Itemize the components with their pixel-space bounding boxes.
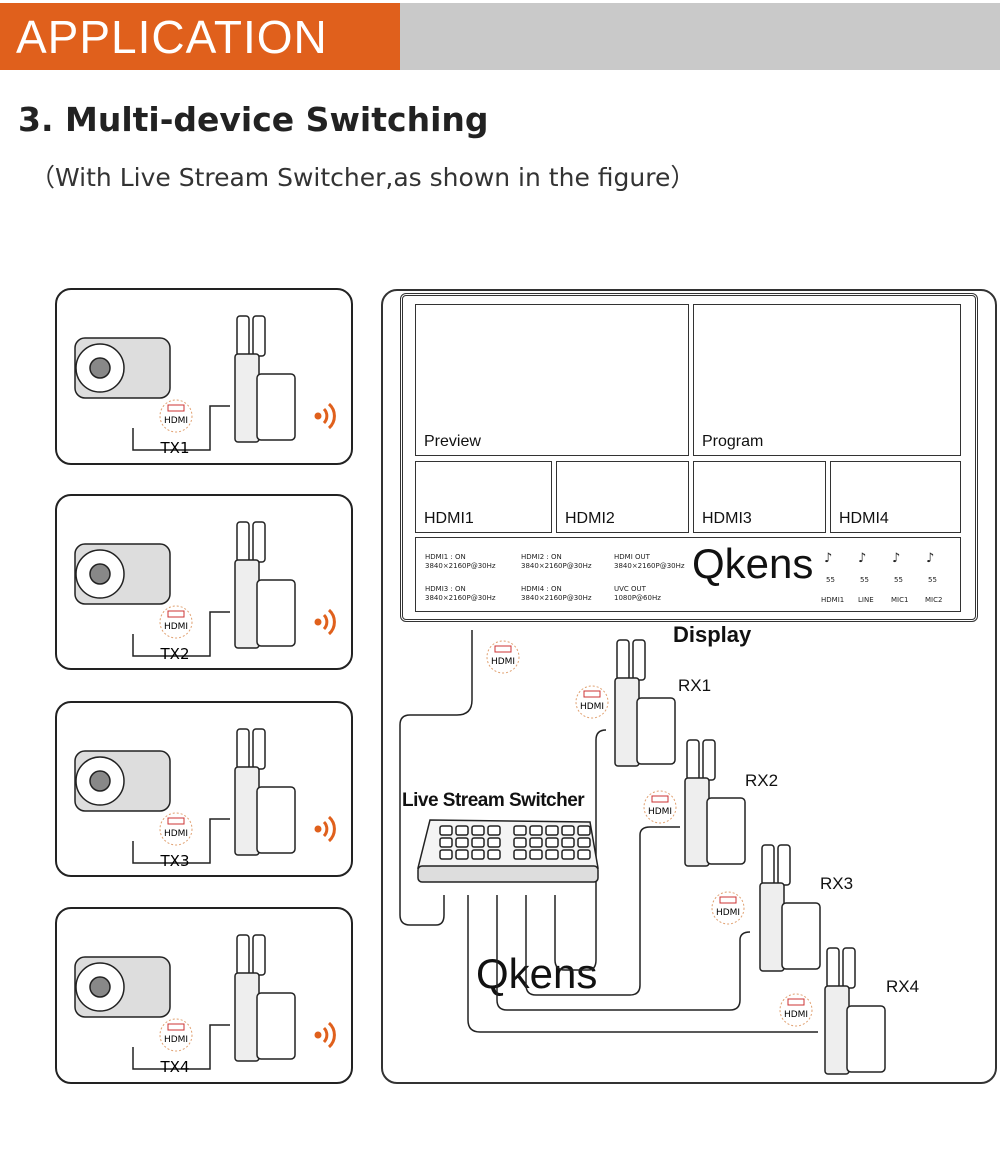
wireless-signal-icon: [314, 1021, 336, 1049]
program-window: Program: [693, 304, 961, 456]
hdmi-label: HDMI: [648, 807, 672, 817]
rx-hdmi-port-icon: HDMI: [779, 993, 813, 1027]
hdmi-port-icon: HDMI: [159, 812, 193, 846]
audio-level-hdmi1: 55: [826, 576, 835, 584]
tx4-card: [55, 907, 353, 1084]
audio-level-line: 55: [860, 576, 869, 584]
hdmi-label: HDMI: [716, 908, 740, 918]
tx-label: TX3: [160, 852, 190, 870]
hdmi-port-icon: HDMI: [159, 1018, 193, 1052]
rx-hdmi-port-icon: HDMI: [643, 790, 677, 824]
hdmi-label: HDMI: [164, 416, 188, 426]
rx-hdmi-port-icon: HDMI: [711, 891, 745, 925]
display-label: Display: [673, 622, 752, 647]
hdmi-label: HDMI: [491, 657, 515, 667]
audio-label-hdmi1: HDMI1: [821, 596, 845, 604]
transmitter-device: [234, 521, 296, 649]
live-stream-switcher-device: [417, 819, 599, 883]
tx3-card: [55, 701, 353, 877]
preview-label: Preview: [424, 433, 481, 450]
section-title: 3. Multi-device Switching: [18, 100, 489, 139]
hdmi3-window: HDMI3: [693, 461, 826, 533]
header-banner: [0, 3, 400, 70]
receiver-device-2: [684, 739, 746, 867]
tx-label: TX4: [160, 1058, 190, 1076]
transmitter-device: [234, 934, 296, 1062]
hdmi-port-icon: HDMI: [159, 605, 193, 639]
tx2-card: [55, 494, 353, 670]
rx1-label: RX1: [678, 676, 712, 695]
tx-label: TX2: [160, 645, 190, 663]
hdmi-label: HDMI: [784, 1010, 808, 1020]
hdmi1-label: HDMI1: [424, 510, 474, 527]
receiver-panel: [381, 289, 997, 1084]
section-subtitle: （With Live Stream Switcher,as shown in t…: [30, 163, 696, 192]
hdmi4-window: HDMI4: [830, 461, 961, 533]
receiver-device-3: [759, 844, 821, 972]
hdmi3-label: HDMI3: [702, 510, 752, 527]
wireless-signal-icon: [314, 402, 336, 430]
rx4-label: RX4: [886, 977, 920, 996]
receiver-device-1: [614, 639, 676, 767]
wireless-signal-icon: [314, 608, 336, 636]
hdmi1-window: HDMI1: [415, 461, 552, 533]
audio-label-mic2: MIC2: [925, 596, 943, 604]
audio-level-mic1: 55: [894, 576, 903, 584]
music-note-icon: ♪: [892, 551, 901, 566]
switcher-label: Live Stream Switcher: [402, 790, 585, 811]
audio-label-mic1: MIC1: [891, 596, 909, 604]
hdmi-label: HDMI: [164, 622, 188, 632]
camera-icon: [74, 956, 171, 1018]
hdmi2-label: HDMI2: [565, 510, 615, 527]
transmitter-device: [234, 728, 296, 856]
hdmi-label: HDMI: [164, 1035, 188, 1045]
camera-icon: [74, 750, 171, 812]
audio-level-mic2: 55: [928, 576, 937, 584]
hdmi-port-icon: HDMI: [159, 399, 193, 433]
hdmi-label: HDMI: [580, 702, 604, 712]
wireless-signal-icon: [314, 815, 336, 843]
preview-window: Preview: [415, 304, 689, 456]
camera-icon: [74, 543, 171, 605]
cables: [399, 630, 818, 1033]
hdmi-label: HDMI: [164, 829, 188, 839]
watermark-bottom: Qkens: [476, 950, 598, 997]
rx-hdmi-port-icon: HDMI: [575, 685, 609, 719]
display-hdmi-port-icon: HDMI: [486, 640, 520, 674]
music-note-icon: ♪: [824, 551, 833, 566]
hdmi2-window: HDMI2: [556, 461, 689, 533]
watermark-display: Qkens: [692, 540, 814, 587]
status-bar: [415, 537, 961, 612]
display-screen: [400, 293, 978, 622]
receiver-device-4: [824, 947, 886, 1075]
tx-label: TX1: [160, 439, 190, 457]
header-bar: [400, 3, 1000, 70]
transmitter-device: [234, 315, 296, 443]
music-note-icon: ♪: [858, 551, 867, 566]
rx3-label: RX3: [820, 874, 854, 893]
banner-title: APPLICATION: [16, 11, 328, 63]
rx2-label: RX2: [745, 771, 779, 790]
hdmi4-label: HDMI4: [839, 510, 889, 527]
music-note-icon: ♪: [926, 551, 935, 566]
camera-icon: [74, 337, 171, 399]
tx1-card: [55, 288, 353, 465]
audio-label-line: LINE: [858, 596, 874, 604]
program-label: Program: [702, 433, 764, 450]
